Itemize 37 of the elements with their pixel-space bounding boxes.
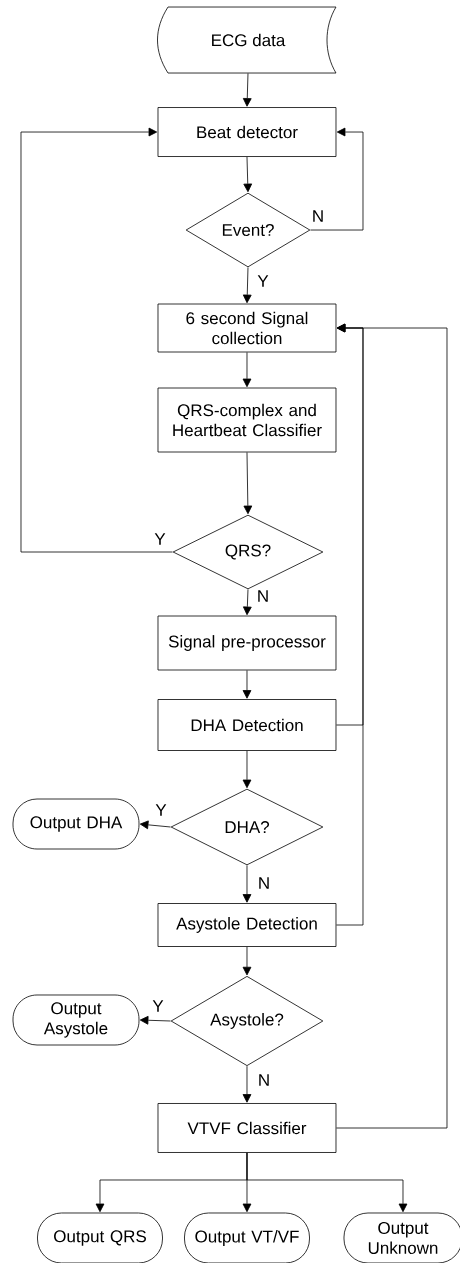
- arrow: [242, 267, 252, 304]
- arrow: [242, 865, 252, 903]
- arrow: [242, 670, 252, 699]
- process-box: DHA Detection: [157, 699, 337, 751]
- arrow: [242, 1065, 252, 1103]
- arrow: [242, 750, 252, 789]
- edge-label: N: [255, 589, 271, 603]
- arrow: [246, 1152, 408, 1213]
- process-box: Beat detector: [157, 107, 337, 157]
- arrow: [243, 156, 253, 193]
- arrow: [139, 820, 171, 830]
- edge-label: Y: [153, 532, 167, 546]
- terminal-box: Output DHA: [12, 798, 140, 850]
- arrow: [20, 127, 173, 553]
- terminal-box: Output Asystole: [12, 994, 140, 1046]
- terminal-box: Output QRS: [37, 1212, 163, 1263]
- edge-label: N: [256, 1073, 272, 1087]
- process-box: Signal pre-processor: [157, 615, 337, 671]
- process-box: VTVF Classifier: [157, 1103, 337, 1153]
- arrow: [242, 73, 252, 107]
- arrow: [243, 452, 253, 515]
- arrow: [336, 323, 448, 1129]
- edge-label: Y: [256, 274, 270, 288]
- edge-label: N: [310, 209, 326, 223]
- process-box: 6 second Signal collection: [157, 303, 337, 353]
- arrow: [243, 589, 252, 616]
- arrow: [242, 352, 252, 388]
- process-box: Asystole Detection: [157, 903, 337, 947]
- arrow: [242, 946, 252, 976]
- edge-label: N: [256, 876, 272, 890]
- terminal-box: Output Unknown: [343, 1212, 460, 1263]
- arrow: [310, 127, 364, 231]
- arrow: [139, 1015, 171, 1025]
- process-box: QRS-complex and Heartbeat Classifier: [157, 387, 337, 453]
- edge-label: Y: [154, 803, 168, 817]
- edge-label: Y: [151, 999, 165, 1013]
- terminal-box: Output VT/VF: [184, 1212, 310, 1263]
